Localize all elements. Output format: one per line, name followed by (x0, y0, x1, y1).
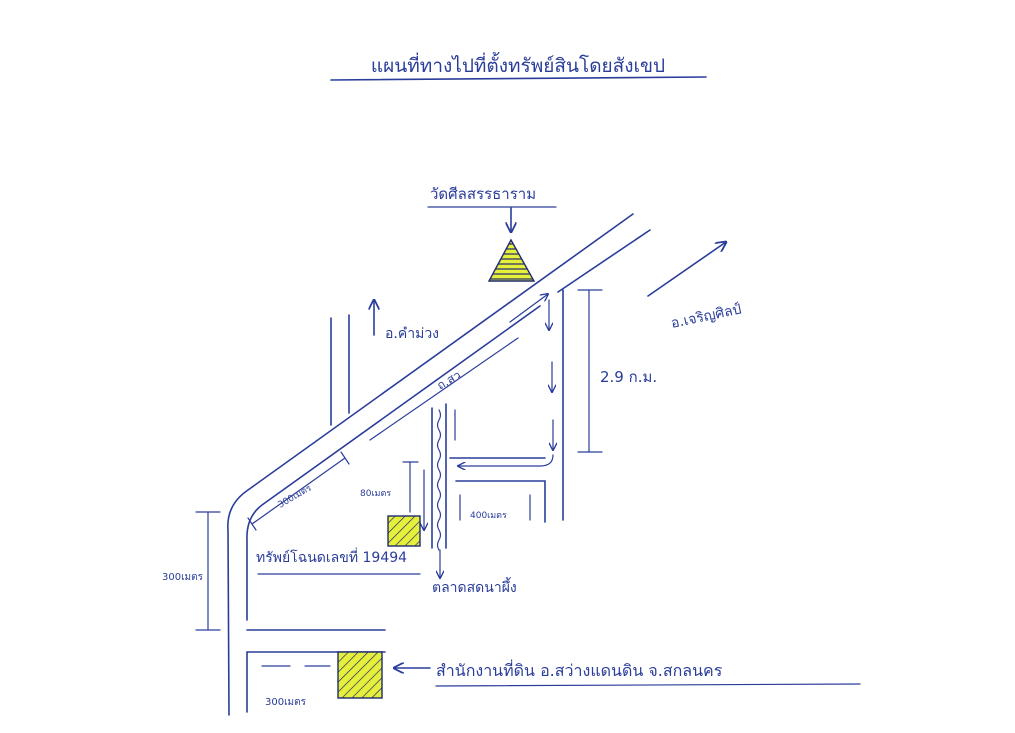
land-office-icon (337, 651, 383, 699)
label-road-name: ถ.สว (435, 368, 464, 393)
label-400m: 400เมตร (470, 511, 507, 521)
land-office-underline (435, 683, 861, 687)
label-temple: วัดศีลสรรธาราม (430, 185, 536, 203)
property-icon (387, 515, 421, 547)
dimension-left (195, 511, 221, 631)
label-charoen-sin: อ.เจริญศิลป์ (669, 300, 743, 332)
label-land-office: สำนักงานที่ดิน อ.สว่างแดนดิน จ.สกลนคร (436, 659, 723, 680)
road-dim-line (369, 337, 519, 441)
main-road (227, 213, 651, 716)
market-lane (424, 403, 456, 578)
side-road (449, 457, 546, 523)
label-property: ทรัพย์โฉนดเลขที่ 19494 (256, 548, 407, 566)
title-underline (330, 76, 707, 81)
label-distance-km: 2.9 ก.ม. (600, 368, 657, 386)
label-300m-bottom: 300เมตร (265, 697, 307, 708)
road-kham-muang (330, 300, 374, 426)
label-300m-diag: 300เมตร (277, 483, 314, 510)
label-market: ตลาดสดนาผึ้ง (432, 577, 517, 596)
label-300m-left: 300เมตร (162, 572, 204, 583)
map-title: แผนที่ทางไปที่ตั้งทรัพย์สินโดยสังเขป (371, 52, 665, 77)
label-kham-muang: อ.คำม่วง (385, 326, 439, 342)
dimension-2-9km (577, 289, 603, 453)
route-right (458, 289, 564, 521)
direction-arrow-diag (509, 294, 548, 323)
dimension-diagonal (247, 451, 350, 531)
arrow-charoen-sin (647, 242, 726, 297)
dimension-80m (402, 461, 419, 513)
temple-icon (487, 238, 536, 282)
label-80m: 80เมตร (360, 489, 391, 499)
